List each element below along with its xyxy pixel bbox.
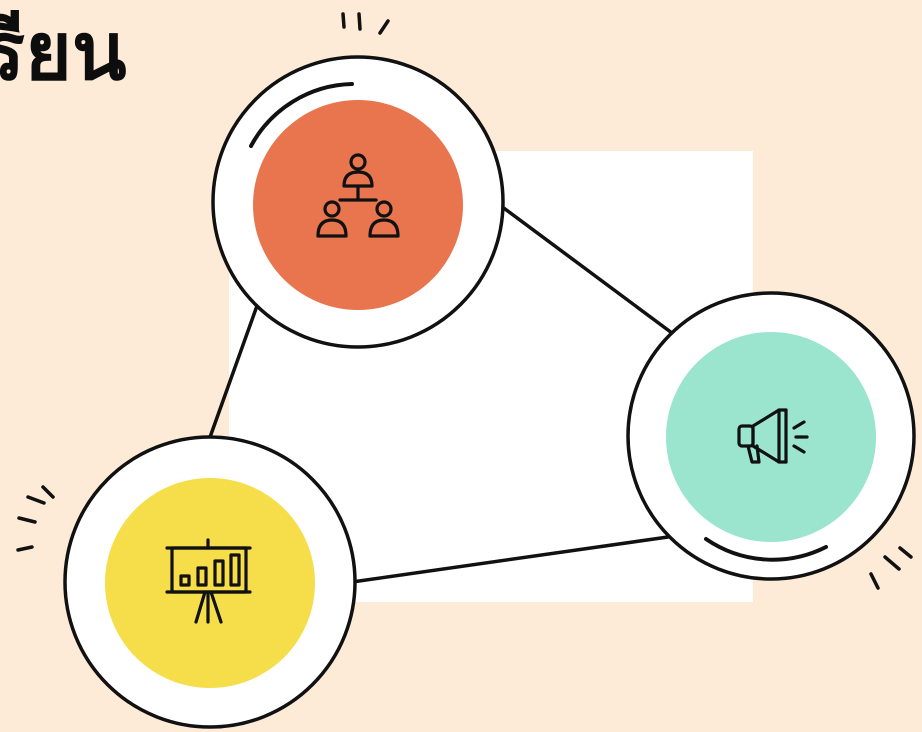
node-people-disc	[253, 100, 463, 310]
node-presentation	[63, 435, 357, 729]
page-title: รียน	[0, 5, 127, 98]
node-megaphone-accent-arc	[704, 537, 828, 562]
connector-megaphone-presentation	[350, 535, 670, 584]
node-megaphone	[626, 291, 916, 581]
burst-marks-right	[869, 546, 913, 590]
node-megaphone-disc	[666, 332, 876, 542]
connector-people-megaphone	[495, 201, 674, 335]
megaphone-icon	[737, 408, 809, 464]
connector-presentation-people	[207, 301, 260, 442]
connectors	[207, 201, 674, 584]
node-people-accent-arc	[249, 82, 354, 148]
people-network-icon	[316, 153, 400, 238]
presentation-board-icon	[165, 538, 252, 624]
node-presentation-disc	[105, 478, 315, 688]
node-people	[211, 55, 505, 349]
burst-marks-left	[16, 485, 55, 552]
burst-marks-top	[341, 12, 390, 35]
